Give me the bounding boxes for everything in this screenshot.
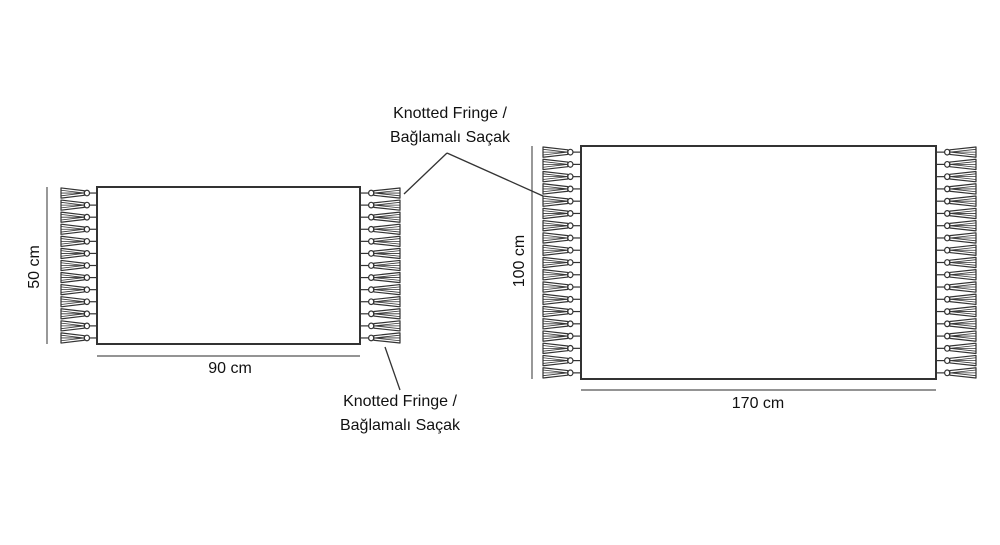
fringe-tassel [542,183,581,195]
fringe-tassel [936,269,977,281]
fringe-tassel [936,342,977,355]
fringe-tassel [360,187,401,199]
fringe-tassel [936,232,977,244]
fringe-tassel [542,269,581,281]
fringe-tassel [936,367,977,379]
fringe-tassel [936,158,977,171]
bottom-callout-line2: Bağlamalı Saçak [339,417,461,434]
fringe-tassel [542,146,581,158]
small-width-label: 90 cm [208,360,252,377]
fringe-tassel [542,305,581,318]
fringe-tassel [936,281,977,293]
callout-leaders [384,152,544,391]
fringe-tassel [360,296,401,308]
fringe-tassel [360,247,401,260]
top-callout-line2: Bağlamalı Saçak [389,129,511,146]
small-rug [46,186,401,357]
small-height-label: 50 cm [26,245,43,289]
fringe-tassel [936,293,977,306]
fringe-tassel [60,271,97,284]
fringe-tassel [60,320,97,332]
fringe-tassel [360,320,401,332]
bottom-fringe-callout: Knotted Fringe / Bağlamalı Saçak [315,390,485,438]
large-rug-fringe-right [936,146,977,379]
fringe-tassel [542,318,581,330]
fringe-tassel [542,367,581,379]
bottom-callout-line1: Knotted Fringe / [343,393,457,410]
fringe-tassel [542,170,581,183]
fringe-tassel [936,170,977,183]
fringe-tassel [360,199,401,211]
bottom-callout-leader [384,346,401,391]
fringe-tassel [60,187,97,199]
fringe-tassel [60,283,97,296]
fringe-tassel [542,219,581,232]
fringe-tassel [542,354,581,367]
fringe-tassel [60,259,97,272]
fringe-tassel [542,293,581,306]
fringe-tassel [542,195,581,207]
fringe-tassel [542,244,581,256]
fringe-tassel [936,219,977,232]
top-callout-leader-large [446,152,544,197]
fringe-tassel [60,235,97,248]
fringe-tassel [360,235,401,248]
top-fringe-callout: Knotted Fringe / Bağlamalı Saçak [365,102,535,150]
top-callout-line1: Knotted Fringe / [393,105,507,122]
fringe-tassel [542,207,581,220]
fringe-tassel [542,158,581,171]
large-rug-body [580,145,937,380]
fringe-tassel [60,332,97,344]
fringe-tassel [60,308,97,320]
fringe-tassel [936,207,977,220]
large-rug [531,145,977,391]
fringe-tassel [542,256,581,269]
fringe-tassel [936,256,977,269]
fringe-tassel [360,271,401,284]
fringe-tassel [936,146,977,158]
large-rug-fringe-left [542,146,581,379]
fringe-tassel [60,199,97,211]
fringe-tassel [542,342,581,355]
fringe-tassel [360,332,401,344]
small-rug-fringe-right [360,187,401,344]
large-height-label: 100 cm [511,234,528,288]
top-callout-leader-small [403,152,448,195]
fringe-tassel [936,195,977,207]
small-rug-body [96,186,361,345]
fringe-tassel [60,211,97,223]
fringe-tassel [360,211,401,223]
fringe-tassel [360,259,401,272]
fringe-tassel [936,244,977,256]
fringe-tassel [542,330,581,342]
fringe-tassel [936,318,977,330]
small-rug-fringe-left [60,187,97,344]
fringe-tassel [60,223,97,235]
fringe-tassel [360,283,401,296]
large-width-label: 170 cm [731,395,785,412]
fringe-tassel [936,330,977,342]
fringe-tassel [936,354,977,367]
fringe-tassel [936,305,977,318]
fringe-tassel [60,296,97,308]
fringe-tassel [60,247,97,260]
fringe-tassel [936,183,977,195]
fringe-tassel [542,281,581,293]
fringe-tassel [360,308,401,320]
fringe-tassel [542,232,581,244]
fringe-tassel [360,223,401,235]
